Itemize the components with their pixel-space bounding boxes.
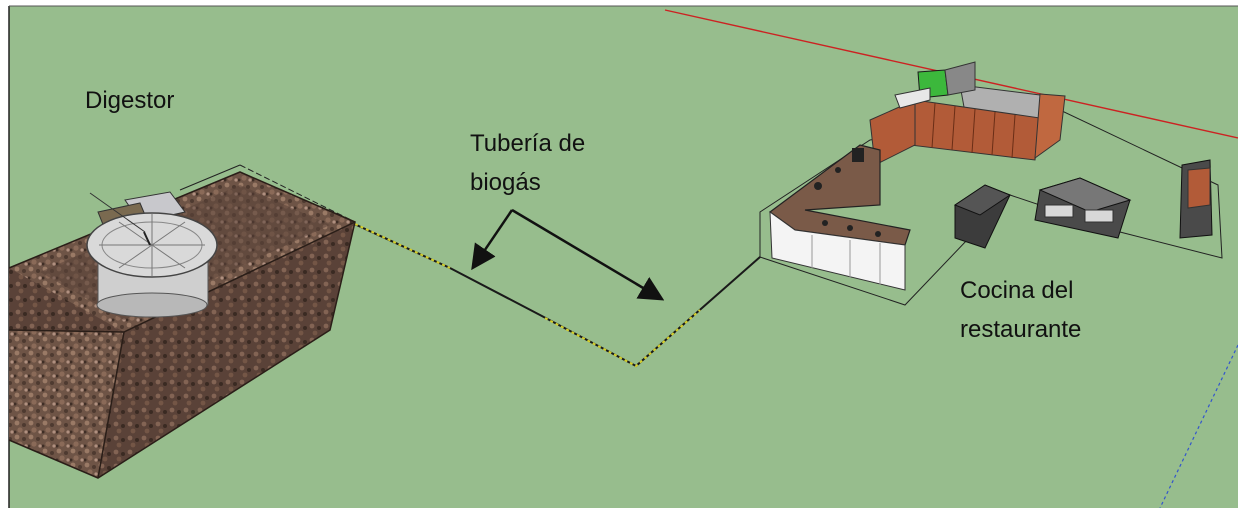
label-kitchen-line1: Cocina del <box>960 277 1074 304</box>
label-pipe-line2: biogás <box>470 169 541 196</box>
digestor-tank <box>8 171 356 479</box>
label-pipe-line1: Tubería de <box>470 130 586 157</box>
stove-units <box>953 159 1213 249</box>
label-kitchen-line2: restaurante <box>960 316 1082 343</box>
label-digestor: Digestor <box>85 87 175 114</box>
restaurant-kitchen <box>759 61 1223 306</box>
blue-axis-line <box>1159 344 1238 508</box>
arrow-to-pipe-right <box>511 208 665 301</box>
arrow-to-pipe-left <box>471 209 514 271</box>
